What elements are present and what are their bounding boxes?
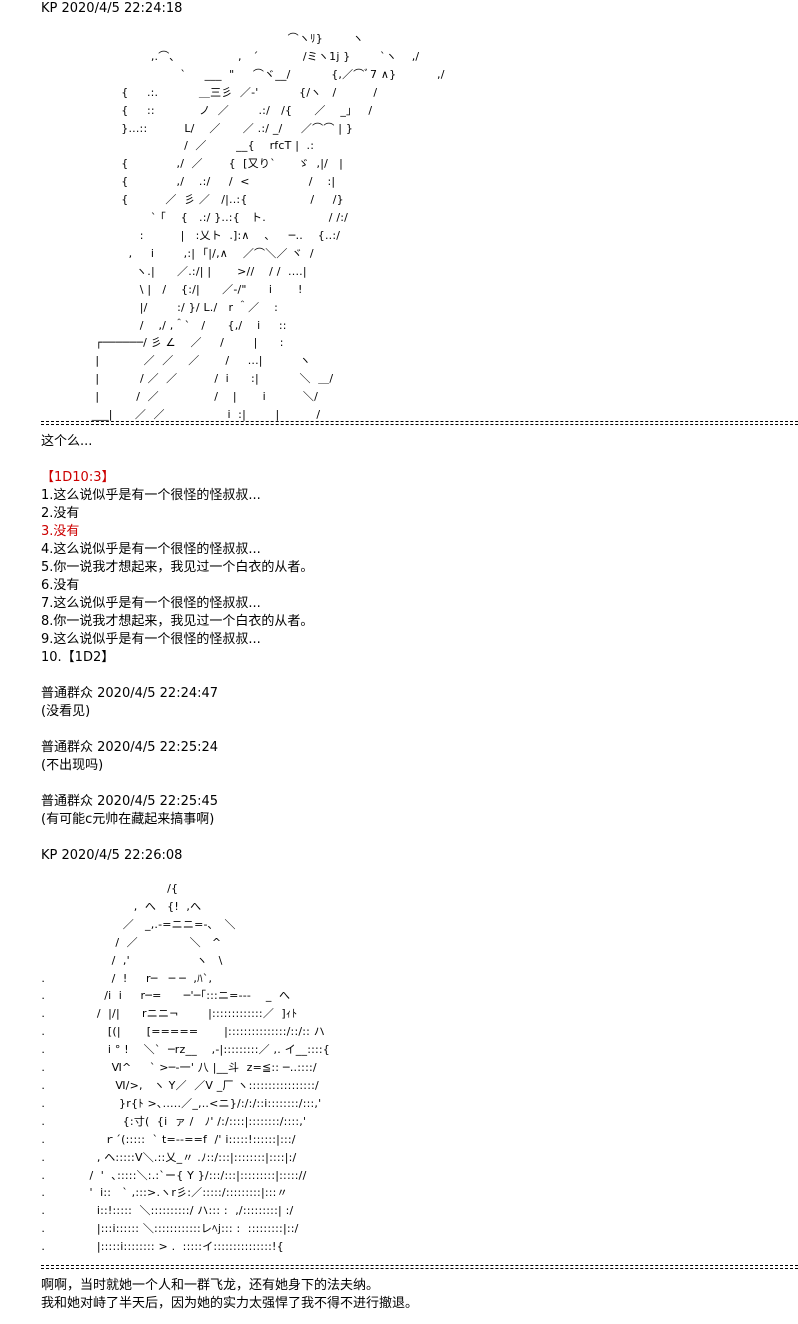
ascii-art-character-2: /{ , へ {! ,へ ／ _,.-=ニニ=-､ ＼ / ／ ＼ ^ / ,'…: [41, 882, 331, 1254]
comment-text: (没看见): [41, 704, 91, 719]
dice-option-10: 10.【1D2】: [41, 650, 115, 665]
reply-intro: 这个么...: [41, 434, 93, 449]
comment-header: 普通群众 2020/4/5 22:24:47: [41, 686, 219, 701]
post-header-kp-1: KP 2020/4/5 22:24:18: [41, 1, 183, 16]
dice-roll-header: 【1D10:3】: [41, 470, 115, 485]
comment-text: (不出现吗): [41, 758, 104, 773]
dice-option-8: 8.你一说我才想起来，我见过一个白衣的从者。: [41, 614, 314, 629]
caption-line-2: 我和她对峙了半天后，因为她的实力太强悍了我不得不进行撤退。: [41, 1296, 419, 1311]
dice-option-6: 6.没有: [41, 578, 80, 593]
caption-line-1: 啊啊，当时就她一个人和一群飞龙，还有她身下的法夫纳。: [41, 1278, 380, 1293]
dice-option-4: 4.这么说似乎是有一个很怪的怪叔叔...: [41, 542, 261, 557]
dice-option-5: 5.你一说我才想起来，我见过一个白衣的从者。: [41, 560, 314, 575]
ascii-art-character-1: ⌒ヽﾘ} ヽ ,.⌒､ , ´ /ミヽ1j } `ヽ ,/ ` ___ " ⌒ヾ…: [91, 32, 445, 422]
dice-option-3-selected: 3.没有: [41, 524, 80, 539]
comment-header: 普通群众 2020/4/5 22:25:24: [41, 740, 219, 755]
dice-option-7: 7.这么说似乎是有一个很怪的怪叔叔...: [41, 596, 261, 611]
post-header-kp-2: KP 2020/4/5 22:26:08: [41, 848, 183, 863]
dice-option-9: 9.这么说似乎是有一个很怪的怪叔叔...: [41, 632, 261, 647]
divider-1: [41, 421, 798, 425]
dice-option-2: 2.没有: [41, 506, 80, 521]
divider-2: [41, 1265, 798, 1269]
dice-option-1: 1.这么说似乎是有一个很怪的怪叔叔...: [41, 488, 261, 503]
comment-header: 普通群众 2020/4/5 22:25:45: [41, 794, 219, 809]
comment-text: (有可能c元帅在藏起来搞事啊): [41, 812, 215, 827]
